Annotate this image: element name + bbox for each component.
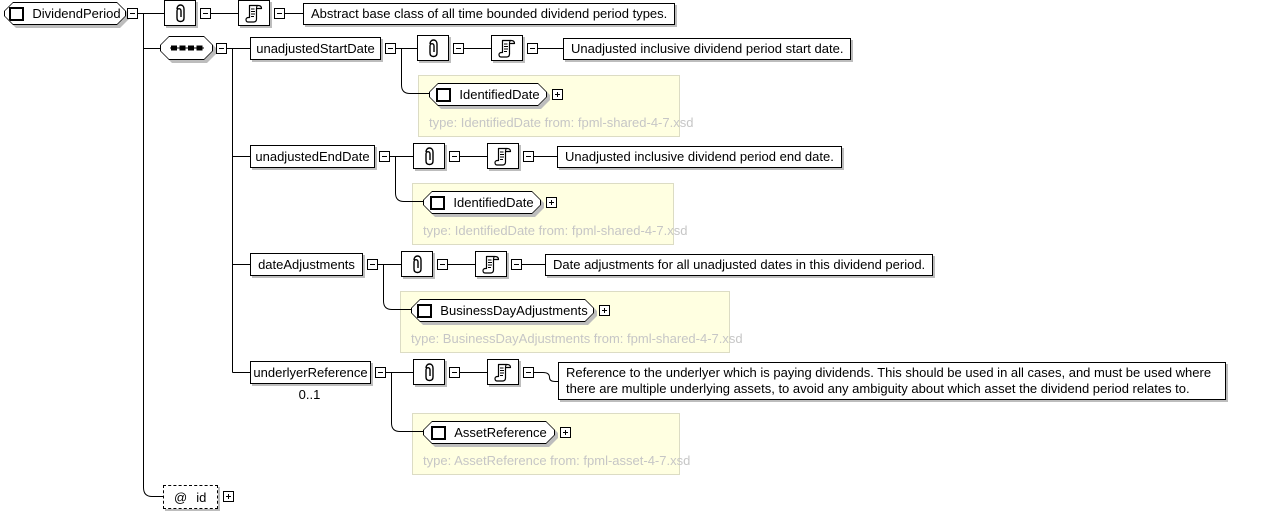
collapse-toggle[interactable] (511, 259, 522, 270)
type-node-assetreference[interactable]: AssetReference (423, 421, 555, 444)
type-label: BusinessDayAdjustments (440, 303, 588, 318)
documentation-text: Reference to the underlyer which is payi… (558, 362, 1226, 400)
expand-toggle[interactable] (552, 89, 563, 100)
documentation-node[interactable] (487, 143, 519, 169)
type-panel-unadjustedstartdate: IdentifiedDate type: IdentifiedDate from… (418, 75, 693, 137)
sequence-icon (170, 43, 204, 53)
collapse-toggle[interactable] (367, 259, 378, 270)
paperclip-icon (428, 38, 438, 57)
sequence-node[interactable] (160, 36, 213, 60)
collapse-toggle[interactable] (523, 151, 534, 162)
scroll-icon (482, 255, 500, 274)
annotation-node[interactable] (164, 0, 196, 26)
element-underlyerreference[interactable]: underlyerReference (250, 361, 371, 384)
type-label: IdentifiedDate (459, 87, 540, 102)
paperclip-icon (424, 146, 434, 165)
annotation-node[interactable] (417, 35, 449, 61)
root-label: DividendPeriod (32, 6, 121, 21)
expand-toggle[interactable] (223, 491, 234, 502)
complex-type-icon (430, 196, 445, 210)
type-note: type: AssetReference from: fpml-asset-4-… (423, 453, 691, 468)
attribute-id-node[interactable]: @ id (163, 485, 218, 509)
type-node-identifieddate[interactable]: IdentifiedDate (423, 191, 541, 214)
type-node-identifieddate[interactable]: IdentifiedDate (429, 83, 547, 106)
collapse-toggle[interactable] (200, 8, 211, 19)
type-label: IdentifiedDate (453, 195, 534, 210)
type-note: type: IdentifiedDate from: fpml-shared-4… (423, 223, 688, 238)
documentation-node[interactable] (238, 0, 270, 26)
element-unadjustedstartdate[interactable]: unadjustedStartDate (250, 37, 381, 60)
collapse-toggle[interactable] (274, 8, 285, 19)
collapse-toggle[interactable] (449, 151, 460, 162)
expand-toggle[interactable] (560, 427, 571, 438)
documentation-node[interactable] (491, 35, 523, 61)
complex-type-icon (431, 426, 446, 440)
scroll-icon (498, 39, 516, 58)
collapse-toggle[interactable] (453, 43, 464, 54)
complex-type-icon (417, 304, 432, 318)
type-panel-unadjustedenddate: IdentifiedDate type: IdentifiedDate from… (412, 183, 687, 245)
scroll-icon (245, 4, 263, 23)
collapse-toggle[interactable] (127, 8, 138, 19)
collapse-toggle[interactable] (449, 367, 460, 378)
annotation-node[interactable] (413, 359, 445, 385)
annotation-node[interactable] (401, 251, 433, 277)
documentation-text: Unadjusted inclusive dividend period end… (557, 146, 842, 168)
type-label: AssetReference (454, 425, 547, 440)
expand-toggle[interactable] (599, 305, 610, 316)
documentation-text: Date adjustments for all unadjusted date… (545, 254, 934, 276)
cardinality-label: 0..1 (298, 387, 321, 402)
paperclip-icon (175, 3, 185, 22)
collapse-toggle[interactable] (375, 367, 386, 378)
expand-toggle[interactable] (546, 197, 557, 208)
type-panel-dateadjustments: BusinessDayAdjustments type: BusinessDay… (400, 291, 743, 353)
attribute-name: id (196, 489, 207, 505)
collapse-toggle[interactable] (437, 259, 448, 270)
documentation-node[interactable] (475, 251, 507, 277)
annotation-node[interactable] (413, 143, 445, 169)
collapse-toggle[interactable] (523, 367, 534, 378)
collapse-toggle[interactable] (379, 151, 390, 162)
type-panel-underlyerreference: AssetReference type: AssetReference from… (412, 413, 690, 475)
attribute-symbol: @ (174, 489, 188, 505)
complex-type-icon (9, 7, 24, 21)
documentation-node[interactable] (487, 359, 519, 385)
documentation-text: Unadjusted inclusive dividend period sta… (563, 38, 852, 60)
paperclip-icon (424, 362, 434, 381)
element-unadjustedenddate[interactable]: unadjustedEndDate (250, 145, 375, 168)
type-node-businessdayadjustments[interactable]: BusinessDayAdjustments (411, 299, 594, 322)
collapse-toggle[interactable] (385, 43, 396, 54)
element-dateadjustments[interactable]: dateAdjustments (250, 253, 363, 276)
paperclip-icon (412, 254, 422, 273)
node-dividendperiod[interactable]: DividendPeriod (4, 2, 126, 25)
scroll-icon (494, 363, 512, 382)
complex-type-icon (436, 88, 451, 102)
documentation-text: Abstract base class of all time bounded … (303, 3, 676, 25)
type-note: type: IdentifiedDate from: fpml-shared-4… (429, 115, 694, 130)
scroll-icon (494, 147, 512, 166)
type-note: type: BusinessDayAdjustments from: fpml-… (411, 331, 743, 346)
collapse-toggle[interactable] (216, 43, 227, 54)
collapse-toggle[interactable] (527, 43, 538, 54)
